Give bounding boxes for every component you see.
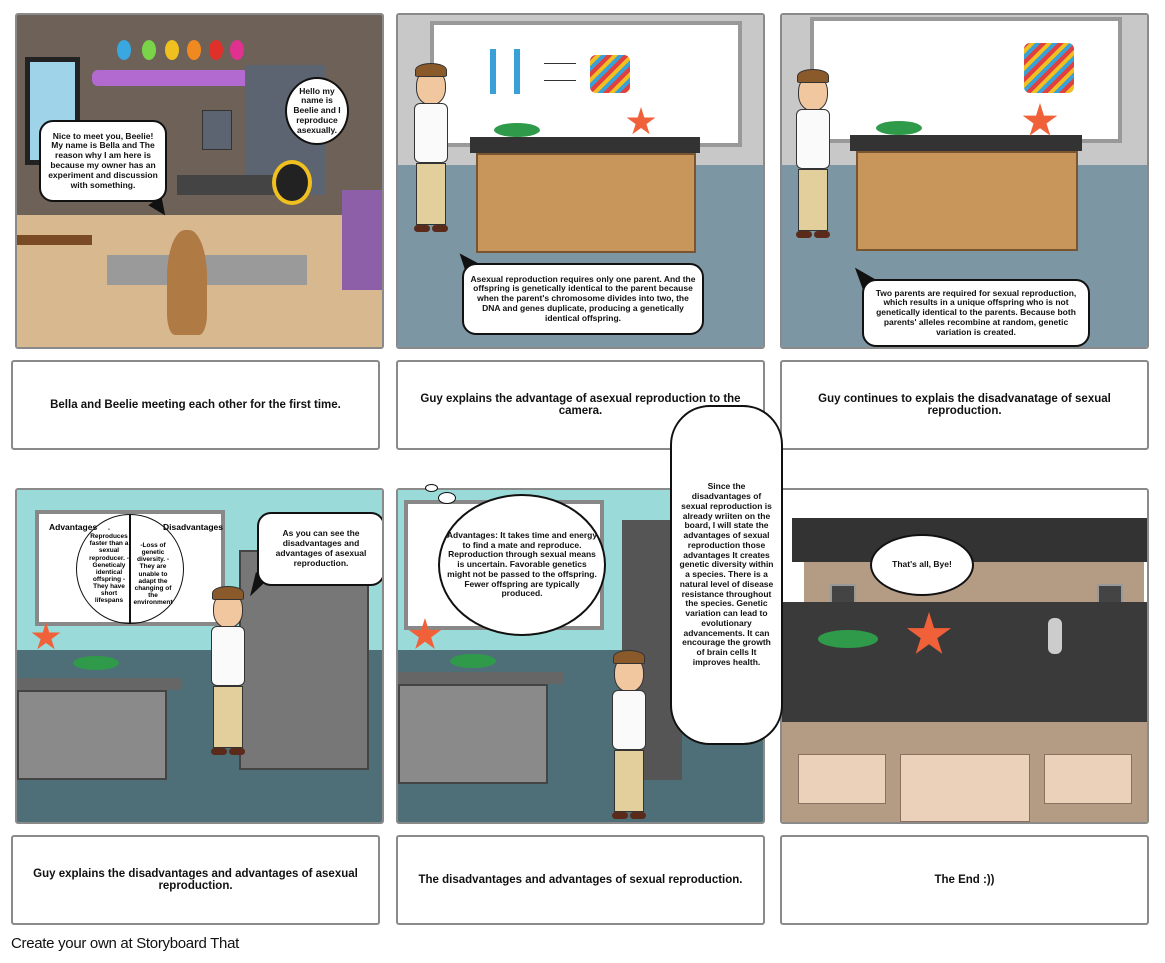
beelie-bee	[272, 160, 312, 205]
panel-3-classroom: Two parents are required for sexual repr…	[780, 13, 1149, 349]
thought-bubble: Advantages: It takes time and energy to …	[438, 494, 606, 636]
speech-bubble-beelie: Hello my name is Beelie and I reproduce …	[285, 77, 349, 145]
speech-bubble: That's all, Bye!	[870, 534, 974, 596]
bella-dog	[167, 230, 207, 335]
lizard	[450, 654, 496, 668]
lizard	[494, 123, 540, 137]
speech-bubble-guy-tall: Since the disadvantages of sexual reprod…	[670, 405, 783, 745]
panel-4-classroom: Advantages Disadvantages - Reproduces fa…	[15, 488, 384, 824]
board-advantages-text: - Reproduces faster than a sexual reprod…	[89, 526, 129, 605]
purple-pipe	[92, 70, 252, 86]
panel-1-lab-scene: Nice to meet you, Beelie! My name is Bel…	[15, 13, 384, 349]
caption-4: Guy explains the disadvantages and advan…	[11, 835, 380, 925]
whiteboard	[430, 21, 742, 147]
bunsen-burner	[1048, 618, 1062, 654]
panel-5-classroom: Advantages: It takes time and energy to …	[396, 488, 765, 824]
whiteboard: Advantages Disadvantages - Reproduces fa…	[35, 510, 225, 626]
speech-bubble-guy: Two parents are required for sexual repr…	[862, 279, 1090, 347]
chromosome-icon	[490, 49, 520, 94]
thought-dot	[425, 484, 438, 492]
lizard	[876, 121, 922, 135]
dna-icon	[1024, 43, 1074, 93]
speech-bubble-guy: As you can see the disadvantages and adv…	[257, 512, 382, 586]
caption-5: The disadvantages and advantages of sexu…	[396, 835, 765, 925]
lizard	[73, 656, 119, 670]
dna-icon	[590, 55, 630, 93]
lab-cabinet	[476, 153, 696, 253]
thought-dot	[438, 492, 456, 504]
outlet	[830, 584, 856, 604]
panel-2-classroom: Asexual reproduction requires only one p…	[396, 13, 765, 349]
counter-top	[782, 602, 1147, 722]
speech-bubble-bella: Nice to meet you, Beelie! My name is Bel…	[39, 120, 167, 202]
panel-6-lab-counter: That's all, Bye!	[780, 488, 1149, 824]
board-disadvantages-text: -Loss of genetic diversity. -They are un…	[133, 542, 173, 607]
outlet	[1097, 584, 1123, 604]
caption-6: The End :))	[780, 835, 1149, 925]
lab-cabinet	[856, 151, 1078, 251]
caption-3: Guy continues to explais the disadvanata…	[780, 360, 1149, 450]
footer-credit[interactable]: Create your own at Storyboard That	[11, 935, 239, 952]
board-advantages-title: Advantages	[49, 522, 98, 532]
caption-2: Guy explains the advantage of asexual re…	[396, 360, 765, 450]
shelf	[239, 550, 369, 770]
board-disadvantages-title: Disadvantages	[163, 522, 223, 532]
whiteboard	[810, 17, 1122, 143]
caption-1: Bella and Beelie meeting each other for …	[11, 360, 380, 450]
speech-bubble-guy: Asexual reproduction requires only one p…	[462, 263, 704, 335]
lizard	[818, 630, 878, 648]
